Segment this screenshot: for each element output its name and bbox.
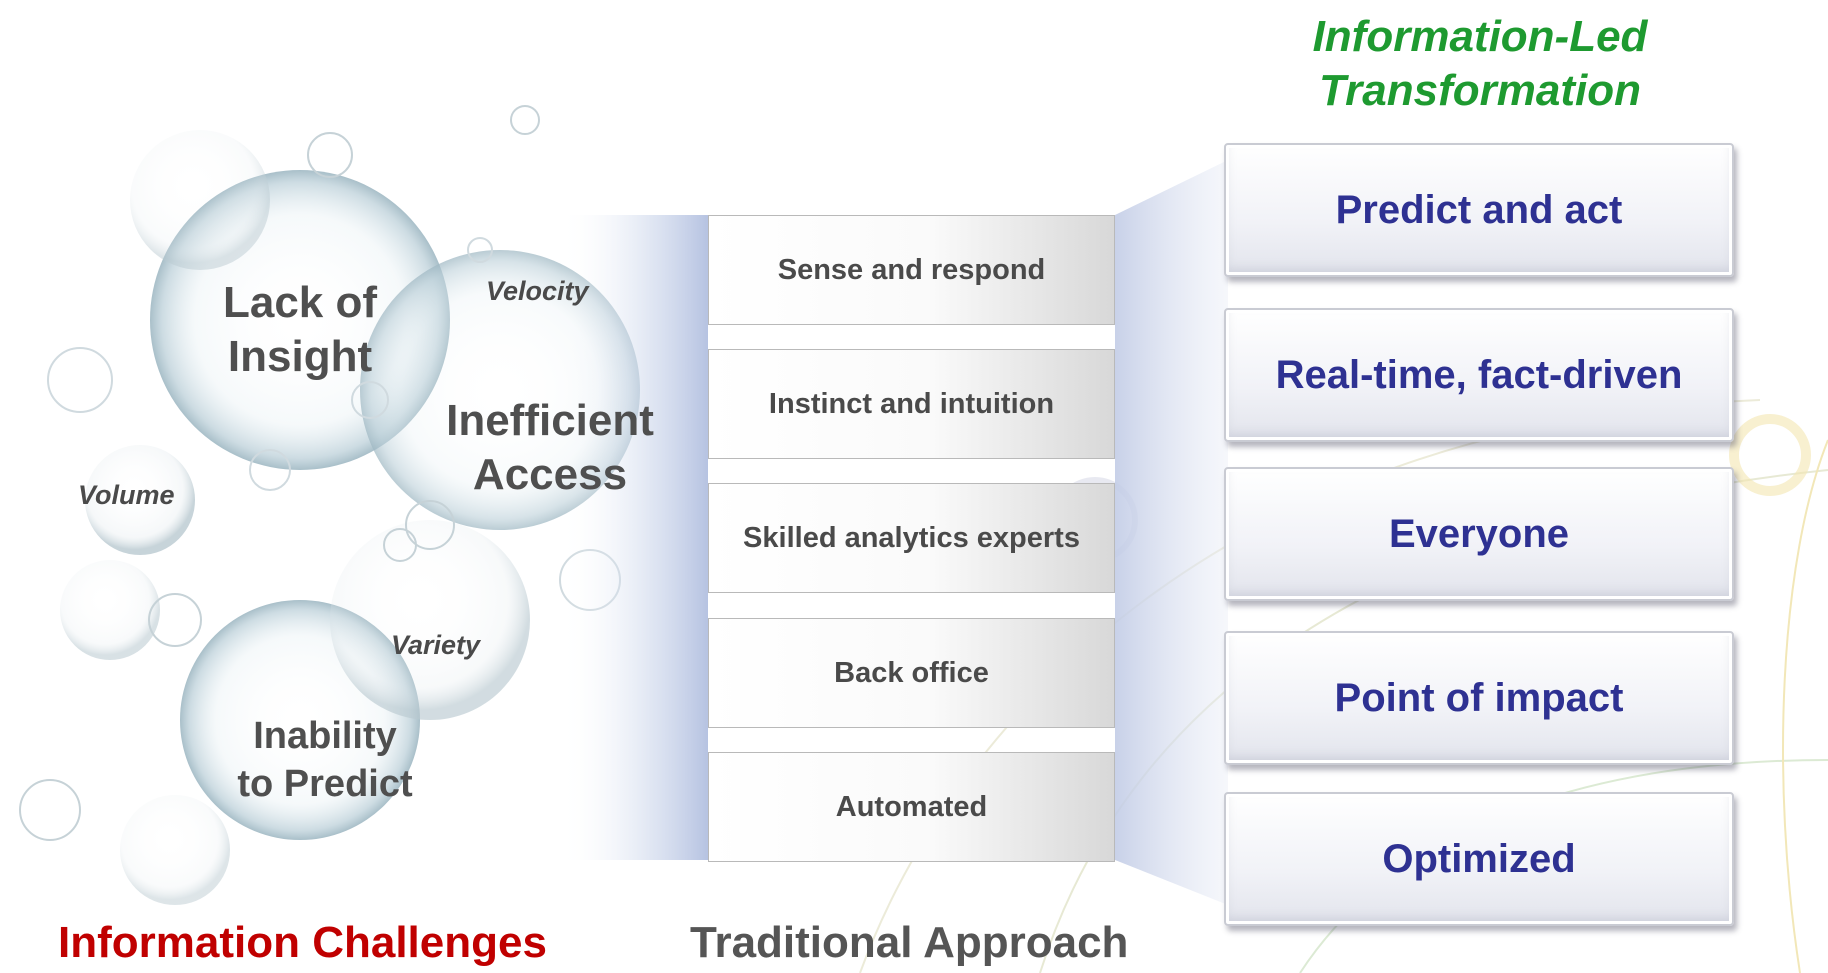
traditional-item-label: Sense and respond [777,253,1046,286]
traditional-item: Automated [708,752,1115,862]
traditional-item-label: Skilled analytics experts [743,521,1080,554]
lack-of-insight-line1: Lack of [222,278,378,327]
transformation-title-line1: Information-Led [1312,12,1648,61]
volume-label: Volume [78,480,175,510]
transformation-item-label: Point of impact [1334,675,1624,720]
transformation-title: Information-Led Transformation [1280,10,1680,118]
traditional-item: Sense and respond [708,215,1115,325]
transformation-item-label: Predict and act [1335,187,1623,232]
velocity-label: Velocity [486,276,589,306]
transformation-item: Optimized [1224,792,1734,926]
traditional-item-label: Back office [834,656,989,689]
traditional-item: Instinct and intuition [708,349,1115,459]
transformation-item: Point of impact [1224,631,1734,765]
transformation-item: Everyone [1224,467,1734,601]
inability-to-predict-label: Inability to Predict [205,712,445,808]
inability-to-predict-line2: to Predict [237,763,413,805]
information-challenges-heading: Information Challenges [58,918,547,967]
lack-of-insight-line2: Insight [227,332,373,381]
traditional-item: Skilled analytics experts [708,483,1115,593]
transformation-item-label: Optimized [1382,836,1576,881]
variety-label: Variety [391,630,481,660]
inefficient-access-label: Inefficient Access [430,394,670,502]
inefficient-access-line1: Inefficient [446,396,654,445]
traditional-approach-heading: Traditional Approach [690,918,1129,967]
lack-of-insight-label: Lack of Insight [190,276,410,384]
transformation-item: Real-time, fact-driven [1224,308,1734,442]
inefficient-access-line2: Access [472,450,628,499]
transformation-title-line2: Transformation [1319,66,1641,115]
traditional-item-label: Automated [835,790,988,823]
transformation-item: Predict and act [1224,143,1734,277]
traditional-item: Back office [708,618,1115,728]
transformation-item-label: Real-time, fact-driven [1275,352,1683,397]
transformation-item-label: Everyone [1388,511,1570,556]
traditional-item-label: Instinct and intuition [768,387,1055,420]
inability-to-predict-line1: Inability [253,715,397,757]
